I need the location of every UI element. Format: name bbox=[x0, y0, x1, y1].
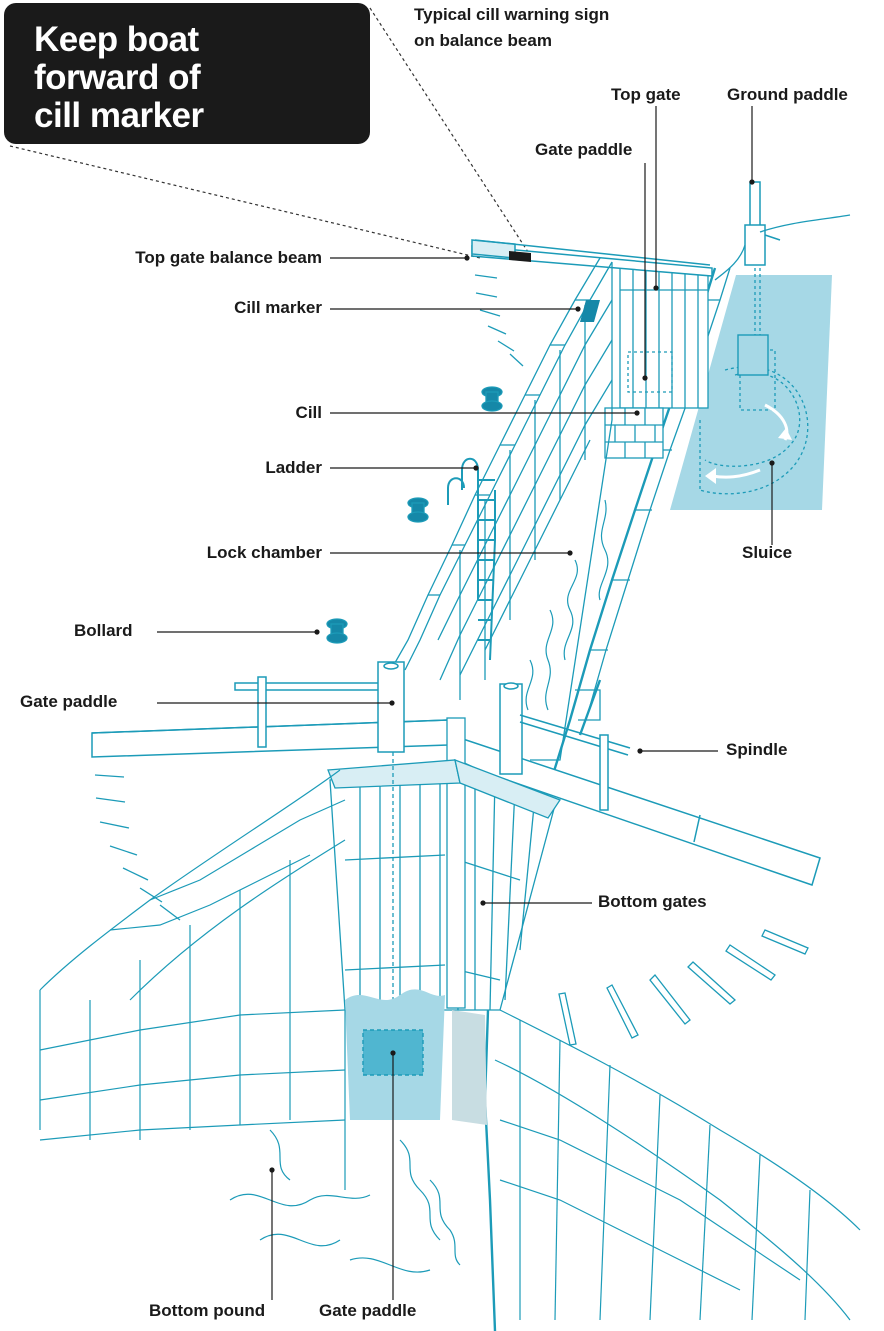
sign-line-2: forward of bbox=[34, 58, 201, 97]
label-spindle: Spindle bbox=[726, 740, 788, 759]
label-top-gate-balance-beam: Top gate balance beam bbox=[135, 248, 322, 267]
sluice-panel bbox=[670, 250, 832, 510]
label-gate-paddle-bottom: Gate paddle bbox=[319, 1301, 417, 1320]
bottom-gates bbox=[327, 717, 561, 1011]
label-gate-paddle-left: Gate paddle bbox=[20, 692, 118, 711]
label-sluice: Sluice bbox=[742, 543, 793, 562]
left-balance-beam bbox=[91, 661, 449, 758]
ladder bbox=[447, 457, 496, 661]
sign-line-1: Keep boat bbox=[34, 20, 199, 59]
left-swing-arc bbox=[94, 774, 181, 921]
label-lock-chamber: Lock chamber bbox=[206, 543, 322, 562]
sign-line-3: cill marker bbox=[34, 96, 204, 135]
label-bottom-pound: Bottom pound bbox=[149, 1301, 266, 1320]
left-wall bbox=[391, 257, 613, 761]
top-swing-arc bbox=[474, 274, 524, 367]
right-swing-arc bbox=[558, 929, 809, 1046]
label-ladder: Ladder bbox=[265, 458, 322, 477]
label-gate-paddle-top: Gate paddle bbox=[535, 140, 633, 159]
bollard-1 bbox=[481, 386, 503, 412]
cill-marker-block bbox=[580, 300, 600, 322]
label-ground-paddle: Ground paddle bbox=[727, 85, 848, 104]
bottom-left-wall bbox=[39, 769, 346, 1190]
cill-warning-sign: Keep boat forward of cill marker bbox=[4, 3, 370, 144]
top-balance-beam bbox=[471, 239, 713, 277]
sign-callout-lines bbox=[9, 7, 531, 259]
bottom-right-wall bbox=[494, 1009, 861, 1321]
bottom-pound-water bbox=[229, 1129, 461, 1273]
bollard-3 bbox=[326, 618, 348, 644]
ground-paddle-post bbox=[744, 181, 781, 266]
caption-line-2: on balance beam bbox=[414, 31, 552, 50]
label-top-gate: Top gate bbox=[611, 85, 681, 104]
caption-line-1: Typical cill warning sign bbox=[414, 5, 610, 24]
label-cill: Cill bbox=[295, 403, 322, 422]
leader-lines bbox=[157, 106, 775, 1300]
bollard-2 bbox=[407, 497, 429, 523]
sign-text: Keep boat forward of cill marker bbox=[34, 21, 224, 135]
chamber-water bbox=[525, 499, 609, 711]
label-cill-marker: Cill marker bbox=[234, 298, 322, 317]
label-bollard: Bollard bbox=[74, 621, 133, 640]
label-bottom-gates: Bottom gates bbox=[598, 892, 707, 911]
top-gate bbox=[604, 267, 709, 459]
